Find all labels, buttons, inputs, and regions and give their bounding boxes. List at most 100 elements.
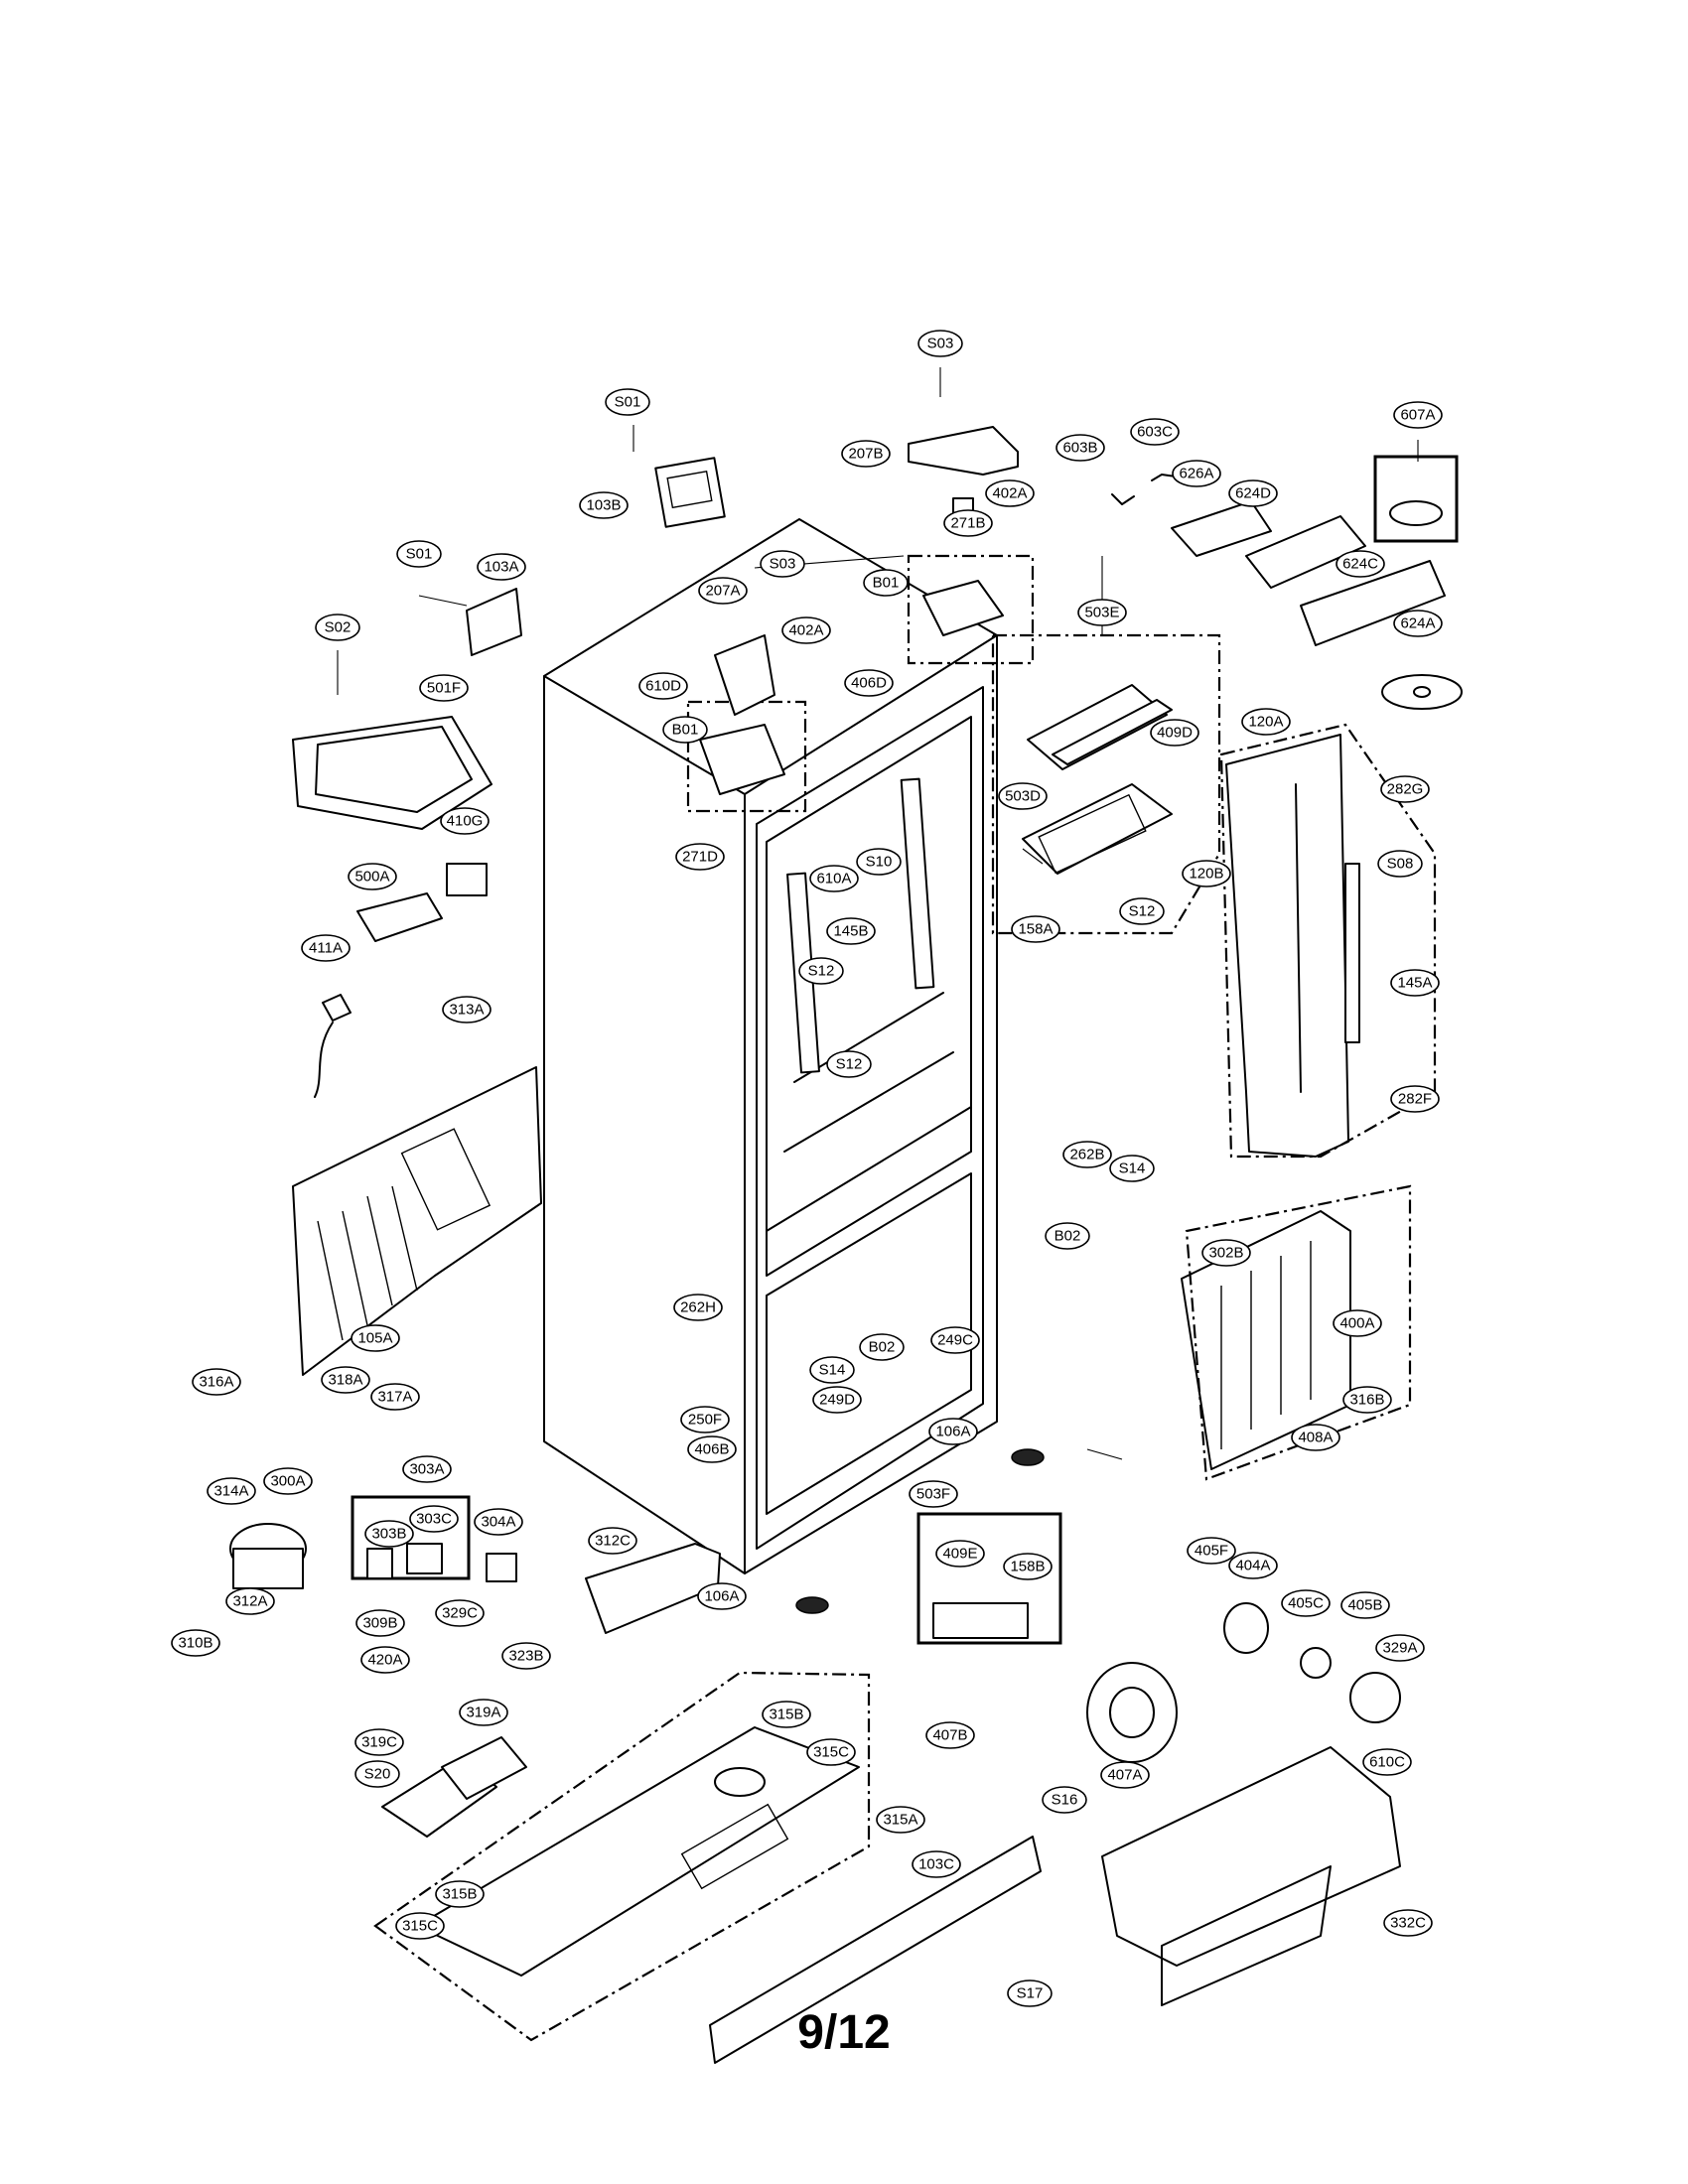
callout: 145A xyxy=(1390,969,1440,997)
svg-text:S12: S12 xyxy=(808,963,835,980)
svg-text:312C: 312C xyxy=(595,1533,631,1550)
svg-text:310B: 310B xyxy=(178,1635,212,1652)
svg-text:315B: 315B xyxy=(442,1886,477,1903)
top-left-parts xyxy=(292,457,726,1098)
callout: 120B xyxy=(1182,860,1231,887)
svg-text:B02: B02 xyxy=(869,1339,896,1356)
svg-text:318A: 318A xyxy=(328,1372,362,1389)
svg-text:S08: S08 xyxy=(1387,856,1414,873)
svg-text:282G: 282G xyxy=(1387,781,1424,798)
callout: 249C xyxy=(930,1326,980,1354)
svg-text:503D: 503D xyxy=(1005,788,1041,805)
svg-text:S12: S12 xyxy=(836,1056,863,1073)
callout: 407B xyxy=(925,1721,975,1749)
callout: 405C xyxy=(1281,1589,1331,1617)
callout: 105A xyxy=(351,1324,400,1352)
top-right-parts xyxy=(908,426,1463,710)
callout: B02 xyxy=(1045,1222,1090,1250)
callout: 503F xyxy=(909,1480,958,1508)
svg-text:626A: 626A xyxy=(1179,466,1213,482)
svg-text:S20: S20 xyxy=(364,1766,391,1783)
svg-text:158A: 158A xyxy=(1018,921,1053,938)
cover-120a xyxy=(1225,734,1349,1158)
svg-text:323B: 323B xyxy=(508,1648,543,1665)
callout: 106A xyxy=(928,1418,978,1445)
svg-text:624D: 624D xyxy=(1235,485,1271,502)
callout: 607A xyxy=(1393,401,1443,429)
svg-text:S03: S03 xyxy=(927,336,954,352)
callout: 207B xyxy=(841,440,891,468)
callout: 316A xyxy=(192,1368,241,1396)
callout: S17 xyxy=(1007,1979,1053,2007)
svg-text:315C: 315C xyxy=(813,1744,849,1761)
svg-text:103C: 103C xyxy=(918,1856,954,1873)
svg-text:158B: 158B xyxy=(1010,1559,1045,1575)
svg-text:314A: 314A xyxy=(213,1483,248,1500)
svg-text:313A: 313A xyxy=(449,1002,484,1019)
svg-text:315B: 315B xyxy=(769,1706,803,1723)
callout: 315A xyxy=(876,1806,925,1834)
svg-text:S03: S03 xyxy=(770,556,796,573)
svg-text:405F: 405F xyxy=(1195,1543,1228,1560)
svg-text:B02: B02 xyxy=(1055,1228,1081,1245)
svg-text:271B: 271B xyxy=(950,515,985,532)
callout: 250F xyxy=(680,1406,730,1433)
callout: 406B xyxy=(687,1435,737,1463)
svg-text:315C: 315C xyxy=(402,1918,438,1935)
callout: 503E xyxy=(1077,599,1127,626)
callout: 332C xyxy=(1383,1909,1433,1937)
svg-text:607A: 607A xyxy=(1400,407,1435,424)
svg-text:S02: S02 xyxy=(325,619,352,636)
group-315a xyxy=(373,1671,871,2042)
callout: 312C xyxy=(588,1527,637,1555)
svg-text:501F: 501F xyxy=(427,680,461,697)
callout: 402A xyxy=(781,616,831,644)
callout: S08 xyxy=(1377,850,1423,878)
svg-text:282F: 282F xyxy=(1398,1091,1432,1108)
svg-text:405C: 405C xyxy=(1288,1595,1324,1612)
svg-text:405B: 405B xyxy=(1347,1597,1382,1614)
right-side-parts xyxy=(795,1184,1412,2006)
callout: B02 xyxy=(859,1333,905,1361)
callout: S14 xyxy=(809,1356,855,1384)
svg-text:249C: 249C xyxy=(937,1332,973,1349)
svg-text:303B: 303B xyxy=(371,1526,406,1543)
callout: 271B xyxy=(943,509,993,537)
callout: 106A xyxy=(697,1582,747,1610)
svg-text:408A: 408A xyxy=(1298,1430,1333,1446)
callout: 411A xyxy=(301,934,351,962)
svg-text:B01: B01 xyxy=(873,575,900,592)
callout: 315C xyxy=(395,1912,445,1940)
svg-text:106A: 106A xyxy=(704,1588,739,1605)
callout: 610C xyxy=(1362,1748,1412,1776)
callout: 624C xyxy=(1336,550,1385,578)
svg-text:S14: S14 xyxy=(819,1362,846,1379)
callout: 603C xyxy=(1130,418,1180,446)
svg-text:332C: 332C xyxy=(1390,1915,1426,1932)
callout: 207A xyxy=(698,577,748,605)
callout: 402A xyxy=(985,479,1035,507)
callout: S01 xyxy=(605,388,650,416)
svg-text:409D: 409D xyxy=(1157,725,1193,742)
callout: 603B xyxy=(1055,434,1105,462)
svg-text:603B: 603B xyxy=(1062,440,1097,457)
svg-text:S01: S01 xyxy=(615,394,641,411)
svg-text:302B: 302B xyxy=(1208,1245,1243,1262)
callout: 303A xyxy=(402,1455,452,1483)
svg-text:105A: 105A xyxy=(357,1330,392,1347)
svg-text:271D: 271D xyxy=(682,849,718,866)
callout: 103A xyxy=(477,553,526,581)
svg-text:407A: 407A xyxy=(1107,1767,1142,1784)
callout: 315B xyxy=(435,1880,485,1908)
callout: 282G xyxy=(1380,775,1430,803)
svg-text:404A: 404A xyxy=(1235,1558,1270,1574)
callout: 103B xyxy=(579,491,629,519)
back-panel xyxy=(292,1066,542,1376)
callout: 624D xyxy=(1228,479,1278,507)
callout: 310B xyxy=(171,1629,220,1657)
callout: B01 xyxy=(863,569,909,597)
svg-text:503E: 503E xyxy=(1084,605,1119,621)
svg-text:106A: 106A xyxy=(935,1424,970,1440)
callout: 319C xyxy=(354,1728,404,1756)
